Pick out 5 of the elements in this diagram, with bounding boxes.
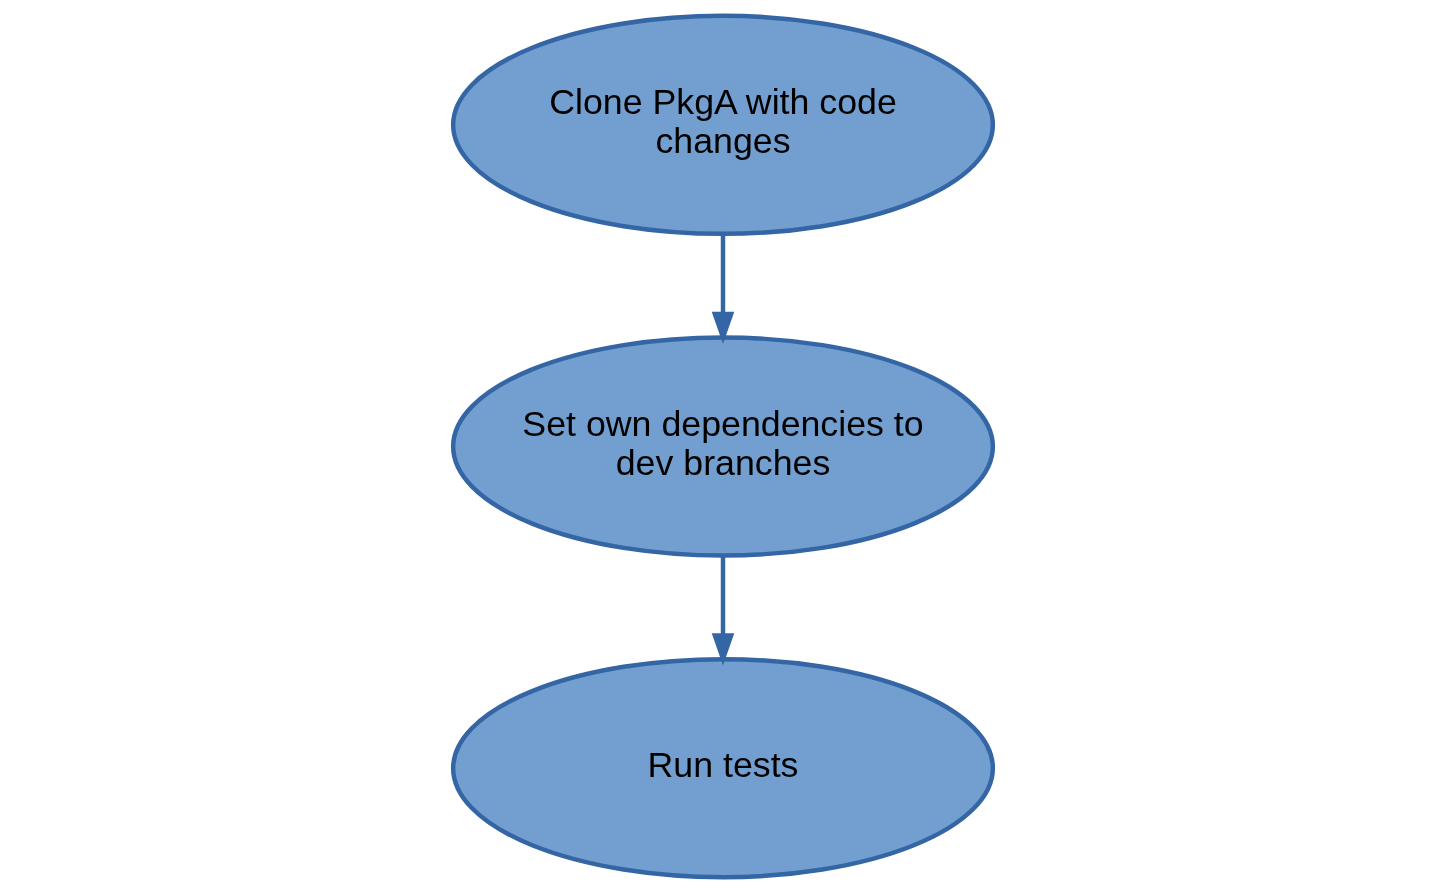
arrow [711, 556, 735, 666]
node-ellipse: Run tests [450, 656, 996, 880]
node-ellipse: Clone PkgA with code changes [450, 13, 996, 237]
node-ellipse: Set own dependencies to dev branches [450, 335, 996, 558]
arrow [711, 234, 735, 344]
